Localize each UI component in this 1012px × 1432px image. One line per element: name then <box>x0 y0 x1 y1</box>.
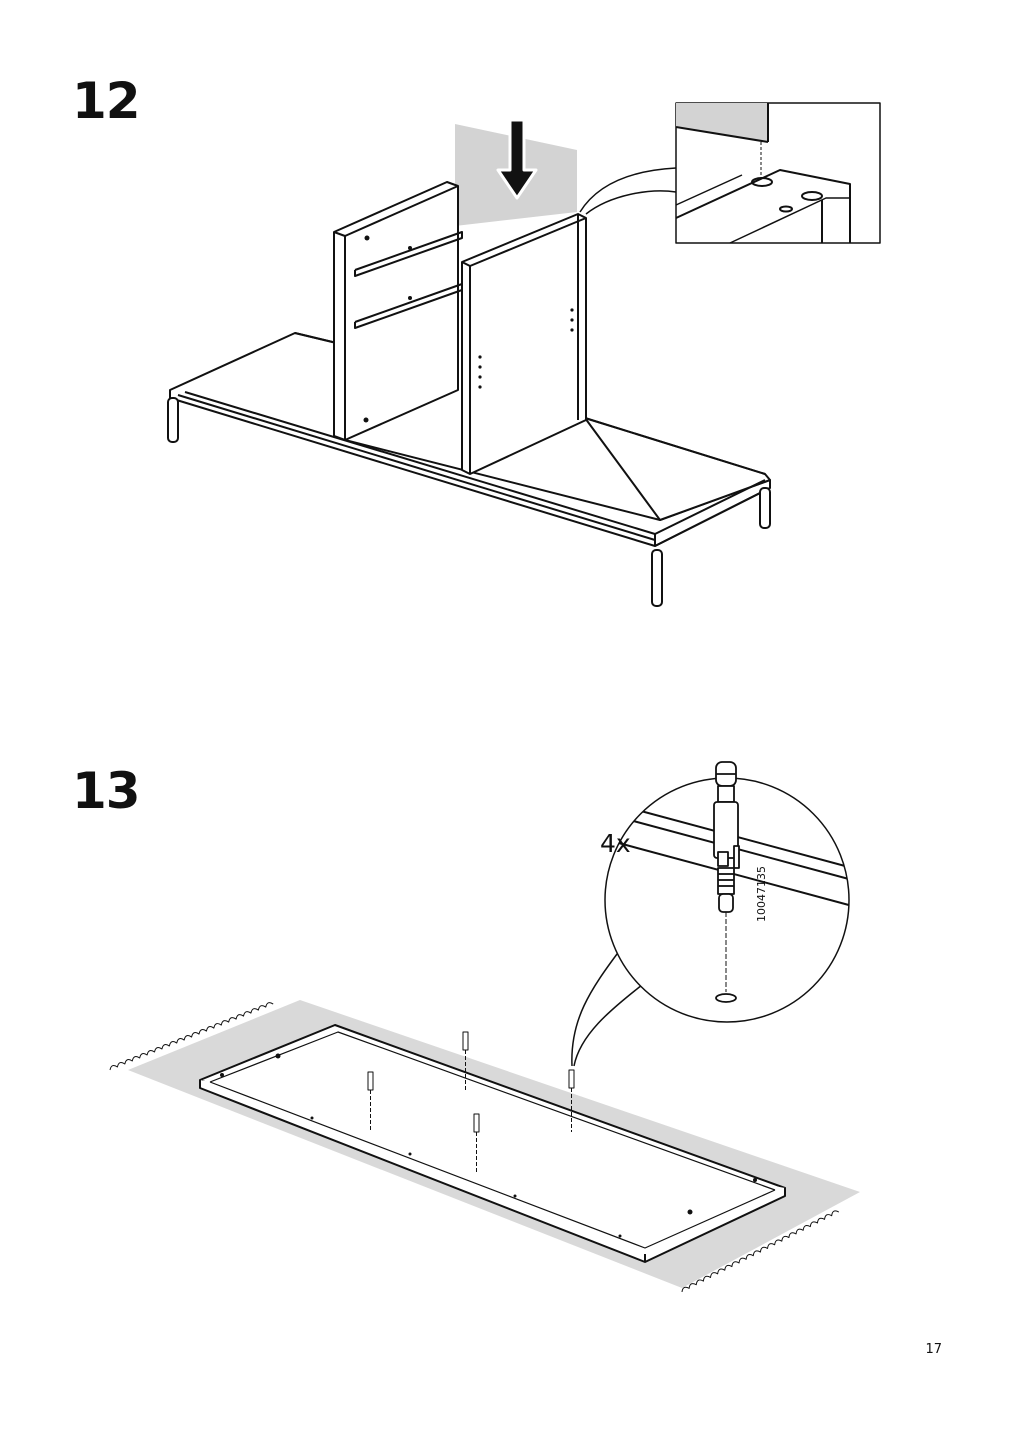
down-arrow-icon <box>496 118 538 200</box>
quantity-label: 4x <box>600 829 631 858</box>
part-code: 10047135 <box>755 866 768 922</box>
detail-box <box>675 102 881 244</box>
side-panel-right <box>461 213 587 475</box>
leg-front <box>651 549 663 607</box>
side-panel-left <box>333 181 463 441</box>
cam-lock-dowel-icon <box>473 1113 480 1172</box>
step-13-illustration: 4x 10047135 <box>109 761 860 1293</box>
leg-left <box>167 397 179 443</box>
cam-lock-dowel-icon <box>462 1031 469 1092</box>
dowels <box>367 1031 575 1172</box>
cam-lock-dowel-icon <box>367 1071 374 1132</box>
step-12-number: 12 <box>72 72 141 130</box>
page-number: 17 <box>925 1342 942 1357</box>
callout-connector <box>579 167 677 215</box>
callout-connector <box>571 949 643 1067</box>
leg-right <box>759 487 771 529</box>
cam-lock-dowel-icon <box>568 1069 575 1132</box>
step-12-illustration <box>167 102 881 607</box>
panel <box>199 1024 786 1263</box>
base-frame <box>167 332 771 607</box>
detail-circle <box>604 761 850 1023</box>
step-13-number: 13 <box>72 762 141 820</box>
cam-lock-dowel-icon <box>713 761 740 1003</box>
